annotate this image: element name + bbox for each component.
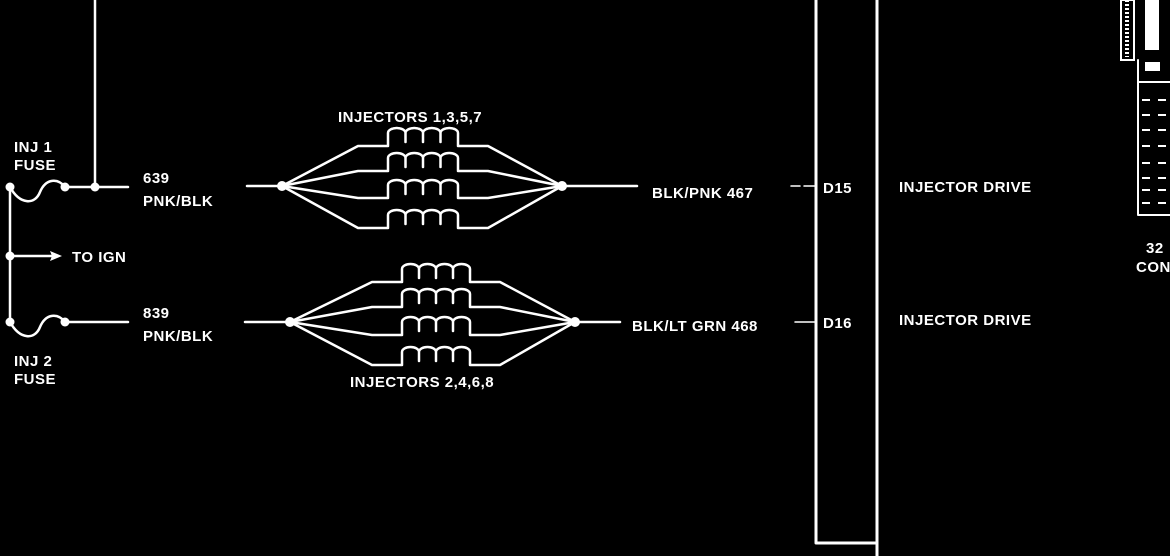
injector-group-bottom (285, 262, 580, 367)
injector-coil (288, 262, 577, 324)
to-ign-label: TO IGN (72, 249, 126, 266)
connector-label: 32 (1146, 240, 1164, 257)
injector-coil (288, 320, 577, 367)
fuse-section: INJ 1 FUSE TO IGN INJ 2 FUSE (5, 0, 130, 388)
inj2-fuse-symbol (8, 314, 130, 338)
inj1-fuse-symbol (8, 179, 130, 203)
wire-color-bottom: PNK/BLK (143, 328, 213, 345)
arrow-icon (50, 251, 62, 261)
injector-group-top (277, 126, 567, 230)
junction-dot (60, 182, 70, 192)
circuit-number-top: 639 (143, 170, 170, 187)
junction-dot (5, 317, 15, 327)
injector-coil (280, 184, 564, 230)
junction-dot (60, 317, 70, 327)
inj2-fuse-label: INJ 2 (14, 353, 52, 370)
injector-coil (280, 126, 564, 188)
injector-coil (288, 315, 577, 337)
inj1-fuse-label: INJ 1 (14, 139, 52, 156)
injector-coil (288, 287, 577, 324)
injector-group-top-label: INJECTORS 1,3,5,7 (338, 109, 482, 126)
injector-coil (280, 151, 564, 188)
ecm-connector-outline (814, 0, 879, 556)
wire-color-top: PNK/BLK (143, 193, 213, 210)
pin-function-d16: INJECTOR DRIVE (899, 312, 1032, 329)
inj1-fuse-label: FUSE (14, 157, 56, 174)
connector-illustration: 32 CON (1120, 0, 1170, 276)
injector-group-bottom-label: INJECTORS 2,4,6,8 (350, 374, 494, 391)
inj2-fuse-label: FUSE (14, 371, 56, 388)
junction-dot (90, 182, 100, 192)
out-wire-top-label: BLK/PNK 467 (652, 185, 753, 202)
connector-label: CON (1136, 259, 1170, 276)
injector-coil (280, 178, 564, 200)
out-wire-bottom-label: BLK/LT GRN 468 (632, 318, 758, 335)
circuit-number-bottom: 839 (143, 305, 170, 322)
pin-d16: D16 (823, 315, 852, 332)
pin-d15: D15 (823, 180, 852, 197)
pin-function-d15: INJECTOR DRIVE (899, 179, 1032, 196)
